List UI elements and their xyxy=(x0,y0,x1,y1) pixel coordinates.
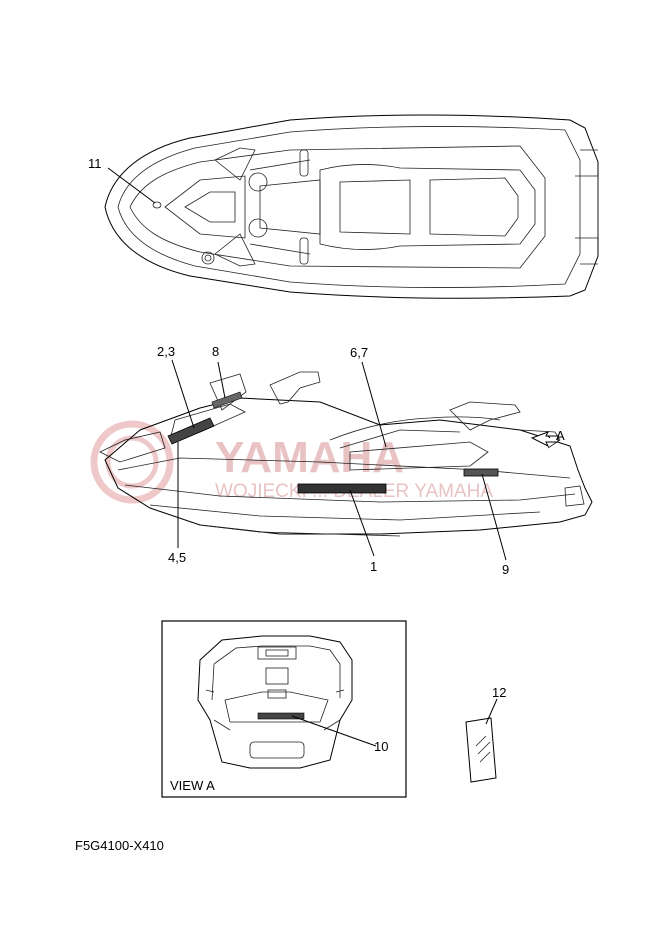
decal-2-3-marker xyxy=(167,417,215,445)
decal-8-marker xyxy=(211,391,243,409)
side-view-watercraft xyxy=(99,371,593,537)
leader-lines xyxy=(107,167,551,747)
callout-4-5: 4,5 xyxy=(168,550,186,565)
top-view-watercraft xyxy=(104,114,599,299)
callout-8: 8 xyxy=(212,344,219,359)
view-a-frame xyxy=(161,620,407,798)
watermark-line1: YAMAHA xyxy=(215,433,404,482)
callout-9: 9 xyxy=(502,562,509,577)
callout-2-3: 2,3 xyxy=(157,344,175,359)
part-code: F5G4100-X410 xyxy=(75,838,164,853)
decal-10-marker xyxy=(257,712,305,720)
watermark-logo-ring xyxy=(90,420,174,504)
decal-1-marker xyxy=(297,483,387,494)
decal-11-marker xyxy=(152,201,162,209)
decal-9-marker xyxy=(463,468,499,477)
callout-1: 1 xyxy=(370,559,377,574)
callout-11: 11 xyxy=(88,156,102,171)
callout-12: 12 xyxy=(492,685,506,700)
callout-6-7: 6,7 xyxy=(350,345,368,360)
decal-12-card xyxy=(465,717,497,783)
view-a-arrow xyxy=(530,431,559,448)
callout-10: 10 xyxy=(374,739,388,754)
view-a-panel xyxy=(161,620,407,798)
view-a-label: VIEW A xyxy=(170,778,215,793)
callout-a: A xyxy=(556,428,565,443)
